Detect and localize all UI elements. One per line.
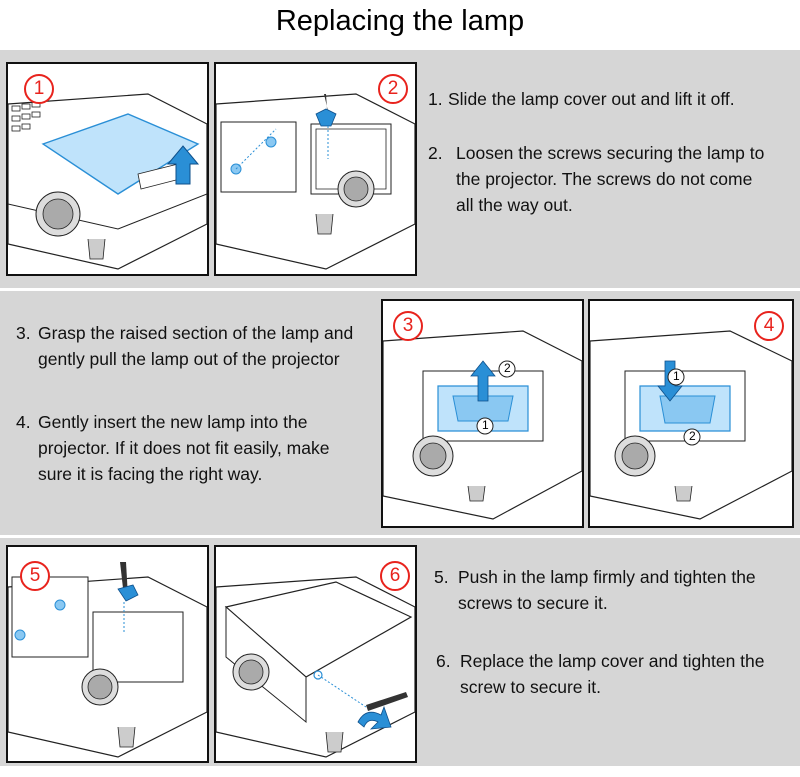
- step-panel-5: 5: [6, 545, 209, 763]
- step-badge-3: 3: [393, 311, 423, 341]
- step-5: 5. Push in the lamp firmly and tighten t…: [434, 564, 779, 616]
- step-3-text: Grasp the raised section of the lamp and…: [38, 320, 371, 372]
- step-1-text: Slide the lamp cover out and lift it off…: [448, 86, 788, 112]
- step-3-number: 3.: [16, 320, 31, 346]
- step-panel-6: 6: [214, 545, 417, 763]
- step-6: 6. Replace the lamp cover and tighten th…: [436, 648, 771, 700]
- step-panel-4: 4 1 2: [588, 299, 794, 528]
- step-2-number: 2.: [428, 140, 443, 166]
- step-2: 2. Loosen the screws securing the lamp t…: [428, 140, 773, 218]
- callout-2: 2: [504, 361, 511, 375]
- step-badge-6: 6: [380, 561, 410, 591]
- step-4-text: Gently insert the new lamp into the proj…: [38, 409, 366, 487]
- step-4: 4. Gently insert the new lamp into the p…: [16, 409, 366, 487]
- step-4-number: 4.: [16, 409, 31, 435]
- step-badge-2: 2: [378, 74, 408, 104]
- step-badge-4: 4: [754, 311, 784, 341]
- step-badge-1: 1: [24, 74, 54, 104]
- page-title: Replacing the lamp: [0, 0, 800, 52]
- step-5-text: Push in the lamp firmly and tighten the …: [458, 564, 779, 616]
- step-panel-2: 2: [214, 62, 417, 276]
- step-panel-3: 3 2 1: [381, 299, 584, 528]
- step-1: 1. Slide the lamp cover out and lift it …: [428, 86, 788, 112]
- step-badge-5: 5: [20, 561, 50, 591]
- callout-1: 1: [673, 369, 680, 383]
- step-panel-1: 1: [6, 62, 209, 276]
- step-5-number: 5.: [434, 564, 449, 590]
- step-6-number: 6.: [436, 648, 451, 674]
- callout-2: 2: [689, 429, 696, 443]
- callout-1: 1: [482, 418, 489, 432]
- step-1-number: 1.: [428, 86, 443, 112]
- step-6-text: Replace the lamp cover and tighten the s…: [460, 648, 771, 700]
- step-2-text: Loosen the screws securing the lamp to t…: [456, 140, 773, 218]
- step-3: 3. Grasp the raised section of the lamp …: [16, 320, 371, 372]
